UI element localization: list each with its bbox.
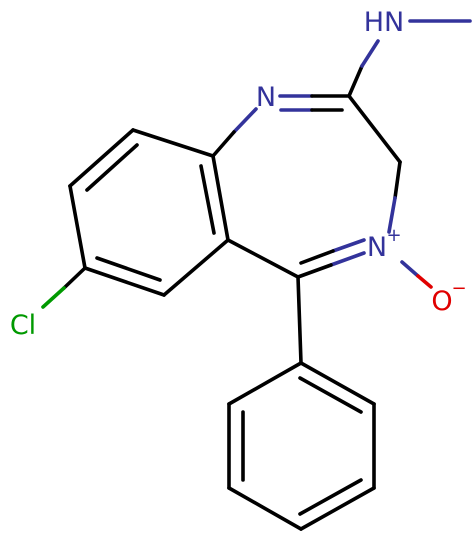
bond-ph-6 <box>227 361 303 406</box>
bond-c2-nh <box>347 64 364 98</box>
bond-c7-c6-inner <box>95 256 162 282</box>
bond-c5-c5a <box>226 238 300 279</box>
bonds <box>41 19 472 531</box>
bond-c9-c8-inner <box>85 143 139 192</box>
bond-c5-ph <box>296 275 303 365</box>
atom-labels: HN N N + O − Cl <box>10 7 467 341</box>
bond-c9-c8 <box>68 128 135 188</box>
bond-c3-n4-n <box>387 196 397 234</box>
atom-label-n4-charge: + <box>386 225 401 246</box>
bond-ph-3-inner <box>298 478 363 516</box>
bond-n4-o-o <box>416 274 433 289</box>
bond-c9a-c5a <box>211 154 230 242</box>
bond-ph-1-inner <box>298 376 363 414</box>
bond-n4-c5 <box>329 251 366 267</box>
atom-label-hn: HN <box>364 7 405 38</box>
bond-c3-n4 <box>393 160 402 200</box>
bond-n4-o <box>400 260 420 278</box>
bond-n4-c5-b <box>296 263 333 279</box>
atom-label-n1: N <box>256 82 276 113</box>
bond-c2-c3 <box>347 94 402 164</box>
bond-n1-c9a-b <box>211 130 236 158</box>
atom-label-oxygen: O <box>431 286 452 317</box>
bond-c7-cl <box>62 266 87 290</box>
bond-c8-c7 <box>68 184 87 270</box>
atom-label-chlorine: Cl <box>10 310 36 341</box>
bond-ph-1 <box>299 361 376 406</box>
atom-label-oxygen-charge: − <box>451 278 466 299</box>
bond-c7-c6 <box>83 266 166 297</box>
bond-c7-cl-cl <box>41 286 66 309</box>
bond-n4-c5-inner-b <box>299 249 335 265</box>
bond-c9a-c5a-inner <box>199 164 216 235</box>
atom-label-n4: N <box>367 232 387 263</box>
bond-n4-c5-inner <box>331 238 366 253</box>
bond-c2-nh-n <box>360 39 380 68</box>
bond-n1-c9a <box>232 107 258 134</box>
bond-ph-3 <box>299 486 376 531</box>
bond-c9a-c9 <box>131 128 215 158</box>
bond-c6-c5a <box>162 238 230 297</box>
bond-ph-4 <box>227 486 303 531</box>
